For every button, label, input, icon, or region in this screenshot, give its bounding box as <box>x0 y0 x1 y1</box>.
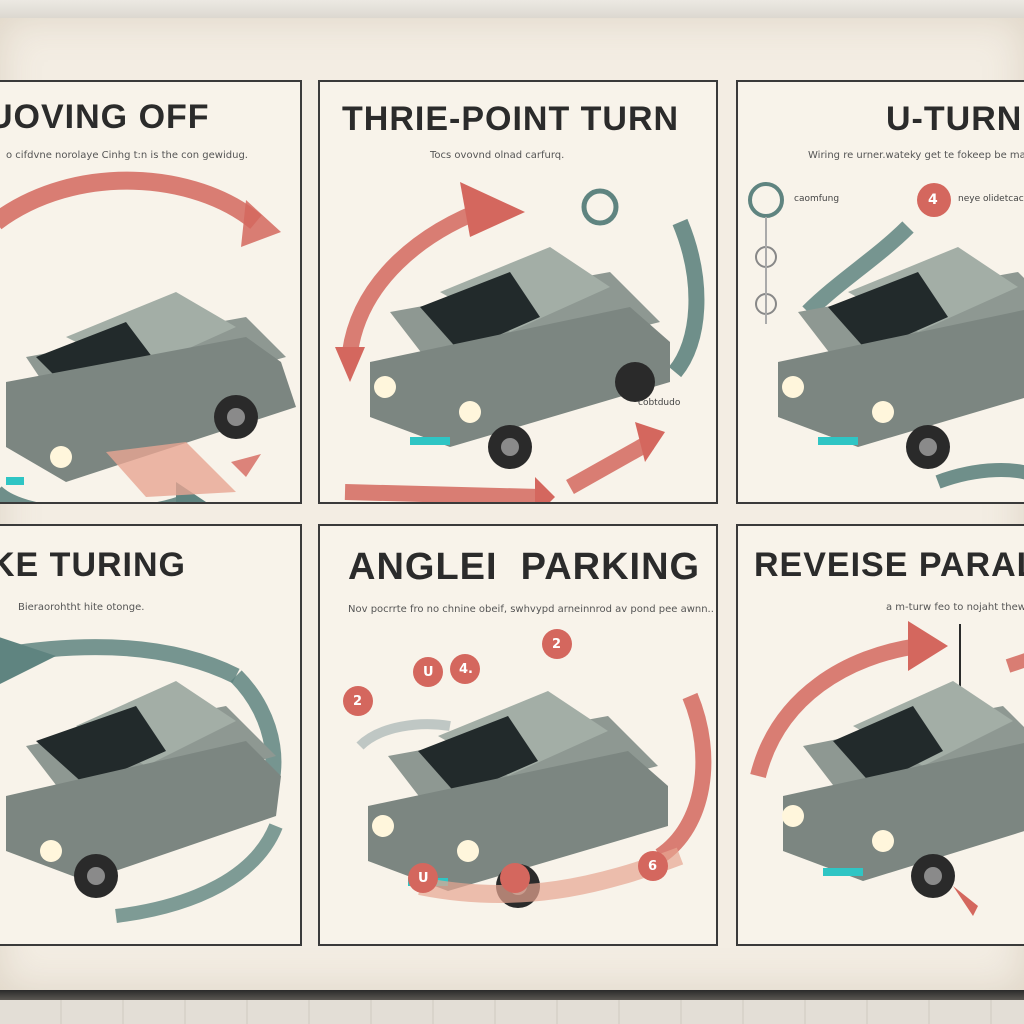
step-badge-label: U <box>418 871 429 886</box>
panel-tag: caomfung <box>794 194 840 204</box>
step-badge-label: U <box>423 665 434 680</box>
teal-arrow <box>668 218 705 378</box>
red-arrow <box>750 638 920 779</box>
teal-arrow-bottom <box>935 463 1024 489</box>
teal-arrow <box>0 485 186 502</box>
car-illustration <box>6 292 296 485</box>
panel-caption: Nov pocrrte fro no chnine obeif, swhvypd… <box>348 604 714 615</box>
red-arrow <box>342 199 493 354</box>
panel-three-point-turn: THRIE-POINT TURN Tocs ovovnd olnad carfu… <box>318 80 718 504</box>
red-arrow-small-head <box>231 454 261 477</box>
scene-three-point-turn <box>335 182 705 502</box>
instruction-board: UOVING OFF o cifdvne norolaye Cinhg t:n … <box>0 18 1024 990</box>
red-arrow-head <box>908 621 948 671</box>
step-badge <box>500 863 530 893</box>
panel-reverse-parallel: REVEISE PARAL a m-turw feo to nojaht the… <box>736 524 1024 946</box>
step-badge <box>638 851 668 881</box>
panel-title: REVEISE PARAL <box>754 546 1024 584</box>
panel-tag: neye olidetcaca <box>958 194 1024 204</box>
teal-arrow <box>802 221 914 318</box>
scene-moving-off <box>0 171 296 502</box>
panel-title: UOVING OFF <box>0 98 210 136</box>
panel-u-turn: U-TURN Wiring re urner.wateky get te fok… <box>736 80 1024 504</box>
red-arrow-bottom-head <box>535 477 555 502</box>
red-arrow-head <box>241 200 281 247</box>
step-badge <box>450 654 480 684</box>
red-arrow-down <box>335 347 365 382</box>
red-arrow-bottom <box>344 484 541 502</box>
red-arrow-small <box>106 442 236 497</box>
red-arrow-right-head <box>635 422 665 462</box>
panel-caption: Wiring re urner.wateky get te fokeep be … <box>808 150 1024 161</box>
panel-angle-parking: ANGLEI PARKING Nov pocrrte fro no chnine… <box>318 524 718 946</box>
panel-bike-turning: KE TURING Bieraorohtht hite otonge. <box>0 524 302 946</box>
teal-arrow-head <box>0 637 56 684</box>
red-arrow-right <box>655 692 712 863</box>
step-badge <box>413 657 443 687</box>
red-arrow <box>0 171 262 230</box>
step-badge <box>542 629 572 659</box>
car-illustration <box>778 247 1024 469</box>
red-arrow-top <box>1005 653 1024 673</box>
panel-tag: cobtdudo <box>638 398 681 408</box>
board-bottom-shadow <box>0 990 1024 1000</box>
panel-title: U-TURN <box>886 100 1023 138</box>
car-illustration <box>368 691 668 908</box>
teal-arrow-bottom <box>115 823 283 923</box>
teal-hatch <box>356 719 451 750</box>
step-badge-label: 4 <box>928 192 938 208</box>
scene-bike-turning <box>0 637 283 923</box>
car-illustration <box>6 681 281 898</box>
step-circle <box>748 182 784 218</box>
step-badge <box>343 686 373 716</box>
panel-title: KE TURING <box>0 546 186 584</box>
step-circle <box>581 188 619 226</box>
step-badge-label: 4. <box>459 662 473 677</box>
car-illustration <box>370 247 670 469</box>
step-badge <box>408 863 438 893</box>
step-badge-label: 6 <box>648 859 658 874</box>
panel-caption: Bieraorohtht hite otonge. <box>18 602 145 613</box>
scene-reverse-parallel <box>750 621 1024 916</box>
step-badge-label: 2 <box>552 637 562 652</box>
panel-caption: a m-turw feo to nojaht thewnom <box>886 602 1024 613</box>
panel-caption: Tocs ovovnd olnad carfurq. <box>430 150 565 161</box>
red-arrow-small <box>953 886 978 916</box>
red-arrow-right <box>566 435 654 494</box>
step-badge <box>917 183 951 217</box>
panel-title: THRIE-POINT TURN <box>342 100 680 138</box>
floor <box>0 1000 1024 1024</box>
board-top-edge <box>0 0 1024 18</box>
red-arrow-head <box>460 182 525 237</box>
scene-u-turn <box>748 182 1024 489</box>
panel-title: ANGLEI PARKING <box>348 546 701 588</box>
car-illustration <box>782 681 1024 898</box>
panel-caption: o cifdvne norolaye Cinhg t:n is the con … <box>6 150 248 161</box>
step-badge-label: 2 <box>353 694 363 709</box>
scene-angle-parking <box>343 629 712 908</box>
panel-moving-off: UOVING OFF o cifdvne norolaye Cinhg t:n … <box>0 80 302 504</box>
